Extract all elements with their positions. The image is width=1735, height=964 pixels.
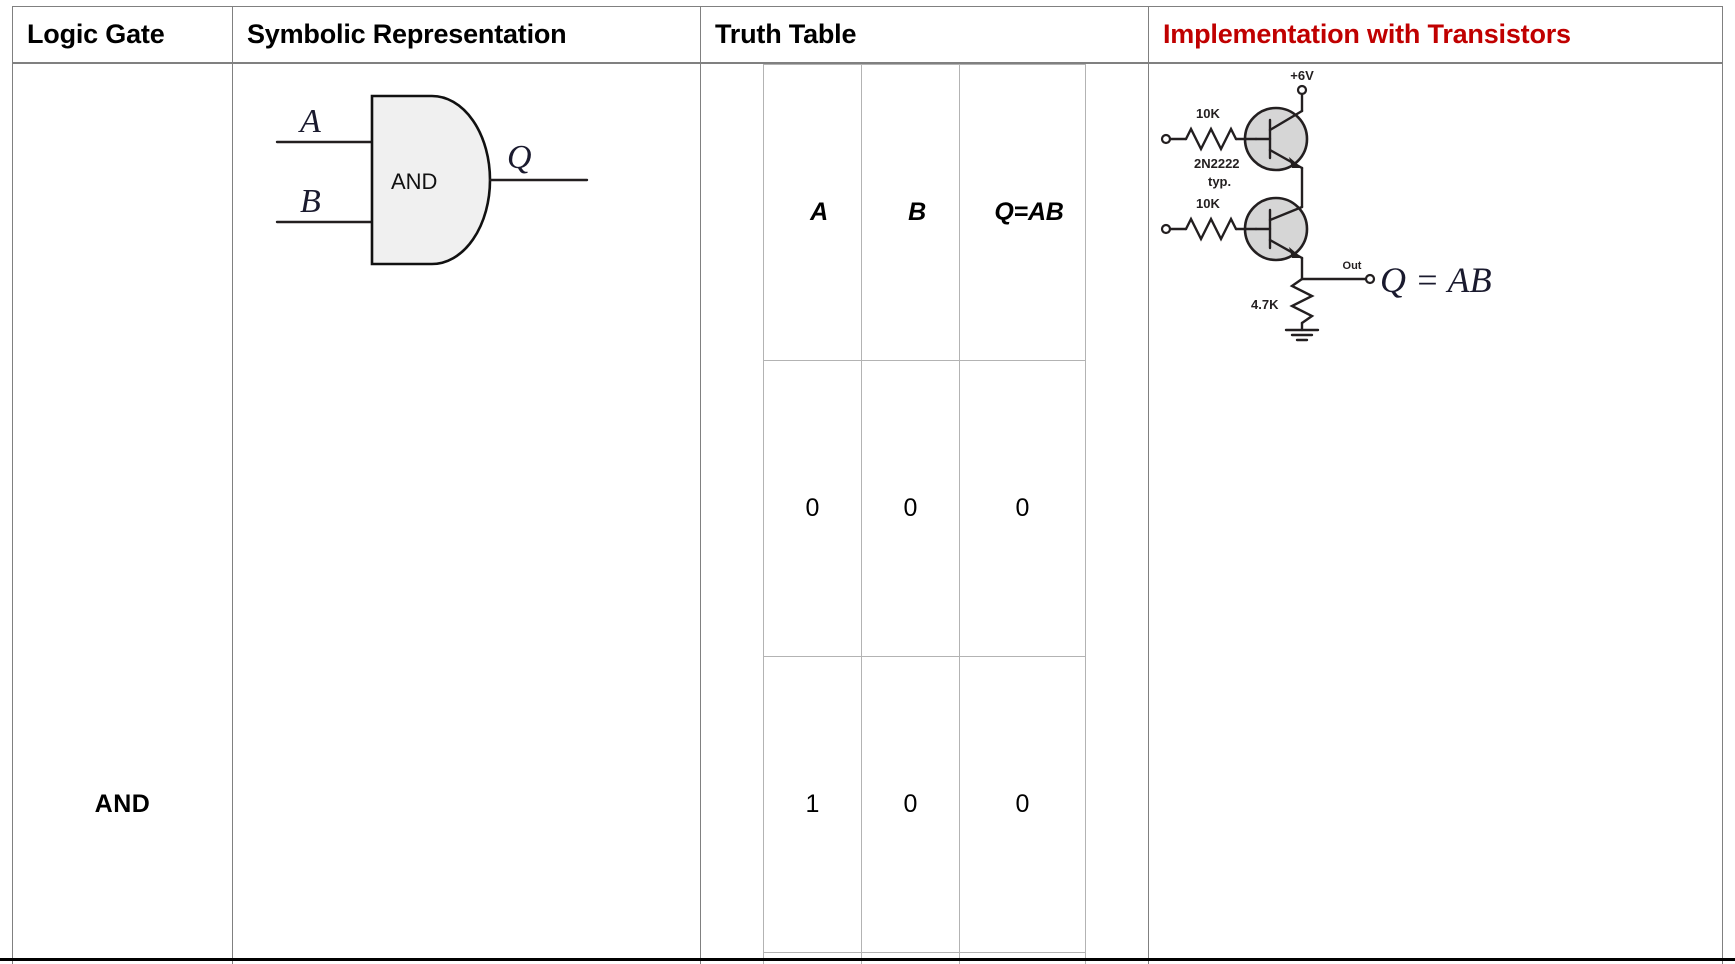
and-part-note: typ.: [1208, 174, 1231, 189]
header-logic-gate: Logic Gate: [12, 6, 233, 63]
table-header: Logic Gate Symbolic Representation Truth…: [12, 6, 1723, 63]
and-res-b-value: 10K: [1196, 196, 1220, 211]
and-label-b: B: [300, 183, 321, 220]
truth-cell: 0: [861, 655, 960, 953]
and-ta-emitter-arrow: [1288, 156, 1302, 168]
and-out-terminal: [1364, 273, 1375, 284]
and-equation: Q = AB: [1380, 260, 1492, 300]
truth-header-b: B: [861, 63, 960, 361]
truth-cell: 0: [959, 655, 1086, 953]
and-tb-collector: [1268, 205, 1303, 221]
and-resistor-a: [1184, 125, 1237, 152]
truth-header-q: Q=AB: [959, 63, 1086, 361]
and-pulldown-resistor: [1288, 277, 1315, 324]
and-tb-emitter-arrow: [1288, 246, 1302, 258]
symbol-cell-and: A B Q AND: [232, 61, 701, 964]
truth-row: 0 0 0: [763, 359, 1086, 657]
truth-row: 1 0 0: [763, 655, 1086, 953]
truth-header-a: A: [763, 63, 862, 361]
and-pulldown-value: 4.7K: [1251, 297, 1279, 312]
and-ta-collector: [1268, 109, 1303, 131]
header-symbolic-representation: Symbolic Representation: [232, 6, 701, 63]
and-part-number: 2N2222: [1194, 156, 1240, 171]
and-out-label: Out: [1342, 260, 1361, 272]
logic-gates-table: Logic Gate Symbolic Representation Truth…: [12, 6, 1723, 964]
and-label-a: A: [298, 103, 321, 140]
header-implementation-with-transistors: Implementation with Transistors: [1148, 6, 1723, 63]
header-row: Logic Gate Symbolic Representation Truth…: [12, 6, 1723, 63]
and-supply-label: +6V: [1290, 68, 1314, 83]
and-body-text: AND: [391, 169, 437, 194]
truth-cell: 0: [861, 359, 960, 657]
bottom-divider-rule: [0, 958, 1735, 961]
truth-cell: 0: [959, 359, 1086, 657]
table-row-and: AND A B: [12, 61, 1723, 964]
and-transistor-circuit: +6V: [1160, 68, 1492, 341]
gate-label-and: AND: [12, 61, 233, 964]
truth-cell: 0: [763, 359, 862, 657]
and-label-q: Q: [507, 139, 532, 176]
and-resistor-b: [1184, 215, 1237, 242]
and-gate-symbol: A B Q AND: [275, 94, 588, 265]
circuit-cell-and: +6V: [1148, 61, 1723, 964]
truth-header-row-and: A B Q=AB: [763, 63, 1086, 361]
and-gate-body: [370, 94, 491, 265]
truth-cell: 1: [763, 655, 862, 953]
truth-table-and: A B Q=AB 0 0 0: [763, 63, 1086, 964]
and-res-a-value: 10K: [1196, 106, 1220, 121]
header-truth-table: Truth Table: [700, 6, 1149, 63]
truth-cell-and: A B Q=AB 0 0 0: [700, 61, 1149, 964]
table-body: AND A B: [12, 61, 1723, 964]
